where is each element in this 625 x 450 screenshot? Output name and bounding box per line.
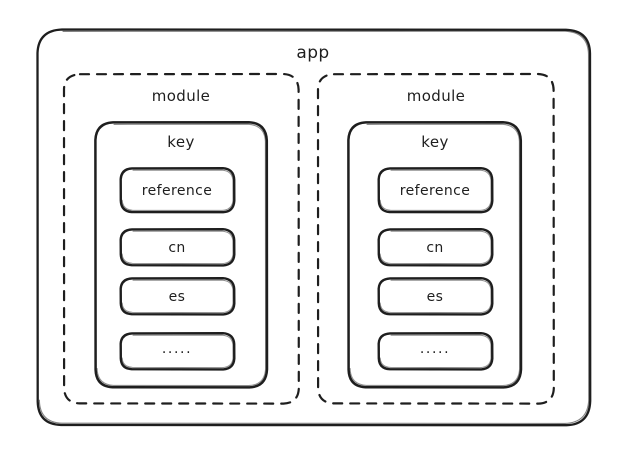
item-label-left-es[interactable]: es	[168, 289, 186, 305]
item-label-right-more[interactable]: .....	[419, 341, 451, 357]
item-box-right-cn-outline[interactable]	[377, 228, 494, 267]
item-box-right-es-outline[interactable]	[377, 277, 494, 316]
item-box-right-more-outline[interactable]	[377, 332, 494, 371]
item-label-right-reference[interactable]: reference	[399, 183, 471, 199]
item-box-left-cn-outline[interactable]	[119, 228, 236, 267]
item-label-left-reference[interactable]: reference	[141, 183, 213, 199]
key-container-left-outline	[94, 120, 269, 389]
key-label-right: key	[421, 133, 449, 151]
module-label-left: module	[151, 87, 211, 105]
item-label-left-cn[interactable]: cn	[168, 240, 186, 256]
app-label: app	[296, 43, 330, 63]
item-label-left-more[interactable]: .....	[161, 341, 193, 357]
app-container-outline	[36, 28, 592, 427]
item-label-right-cn[interactable]: cn	[426, 240, 444, 256]
key-container-right-outline	[347, 120, 523, 389]
module-container-left-outline	[62, 72, 300, 405]
module-container-right-outline	[316, 72, 555, 405]
item-box-left-reference-outline[interactable]	[119, 167, 236, 214]
item-label-right-es[interactable]: es	[426, 289, 444, 305]
module-label-right: module	[406, 87, 466, 105]
item-box-left-es-outline[interactable]	[119, 277, 236, 316]
item-box-left-more-outline[interactable]	[119, 332, 236, 371]
item-box-right-reference-outline[interactable]	[377, 167, 494, 214]
key-label-left: key	[167, 133, 195, 151]
